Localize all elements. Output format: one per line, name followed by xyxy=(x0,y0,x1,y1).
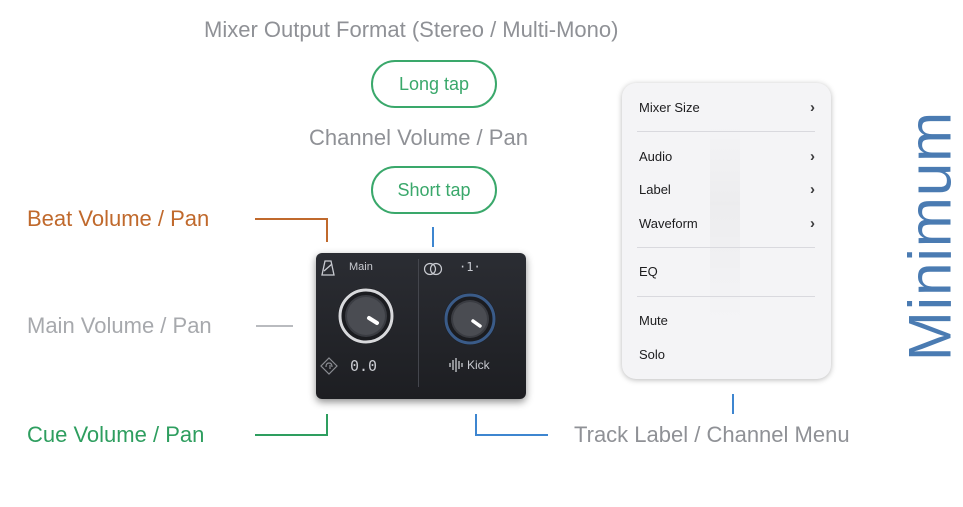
chevron-right-icon: › xyxy=(810,147,815,165)
menu-separator xyxy=(637,247,815,248)
chevron-right-icon: › xyxy=(810,214,815,232)
main-label: Main xyxy=(349,261,373,273)
track-label-connector xyxy=(475,414,548,436)
chevron-right-icon: › xyxy=(810,180,815,198)
beat-volume-caption: Beat Volume / Pan xyxy=(27,206,210,231)
main-volume-knob[interactable] xyxy=(336,286,396,346)
chevron-right-icon: › xyxy=(810,98,815,116)
cue-value[interactable]: 0.0 xyxy=(350,357,378,375)
headphone-cue-icon[interactable] xyxy=(320,357,338,375)
menu-item-eq[interactable]: EQ xyxy=(639,260,815,282)
menu-backdrop-fader xyxy=(710,123,740,323)
mixer-divider xyxy=(418,259,419,387)
metronome-icon[interactable] xyxy=(321,260,335,276)
beat-connector xyxy=(255,218,328,242)
menu-item-mute[interactable]: Mute xyxy=(639,309,815,331)
minimum-size-label: Minimum xyxy=(896,110,963,362)
menu-item-label: Waveform xyxy=(639,215,698,231)
menu-item-label: Label xyxy=(639,181,671,197)
channel-volume-caption: Channel Volume / Pan xyxy=(309,125,528,150)
long-tap-button[interactable]: Long tap xyxy=(371,60,497,108)
waveform-icon xyxy=(449,358,463,372)
main-volume-caption: Main Volume / Pan xyxy=(27,313,212,338)
mixer-panel: Main ·1· 0.0 Kick xyxy=(316,253,526,399)
channel-number[interactable]: ·1· xyxy=(459,260,481,274)
menu-separator xyxy=(637,296,815,297)
short-tap-button[interactable]: Short tap xyxy=(371,166,497,214)
cue-connector xyxy=(255,414,328,436)
menu-item-label: Solo xyxy=(639,346,666,362)
channel-menu: Mixer Size › Audio › Label › Waveform › … xyxy=(622,83,831,379)
track-name-label[interactable]: Kick xyxy=(467,358,490,372)
menu-item-solo[interactable]: Solo xyxy=(639,343,815,365)
menu-item-waveform[interactable]: Waveform › xyxy=(639,212,815,234)
channel-volume-knob[interactable] xyxy=(442,291,498,347)
stereo-rings-icon[interactable] xyxy=(423,262,443,276)
menu-item-mixer-size[interactable]: Mixer Size › xyxy=(639,96,815,118)
menu-item-label-submenu[interactable]: Label › xyxy=(639,178,815,200)
menu-item-label: Mixer Size xyxy=(639,99,700,115)
cue-volume-caption: Cue Volume / Pan xyxy=(27,422,205,447)
track-label-caption: Track Label / Channel Menu xyxy=(574,422,850,447)
output-format-caption: Mixer Output Format (Stereo / Multi-Mono… xyxy=(204,17,619,42)
menu-separator xyxy=(637,131,815,132)
menu-item-label: EQ xyxy=(639,263,658,279)
menu-item-audio[interactable]: Audio › xyxy=(639,145,815,167)
menu-item-label: Audio xyxy=(639,148,673,164)
menu-item-label: Mute xyxy=(639,312,668,328)
